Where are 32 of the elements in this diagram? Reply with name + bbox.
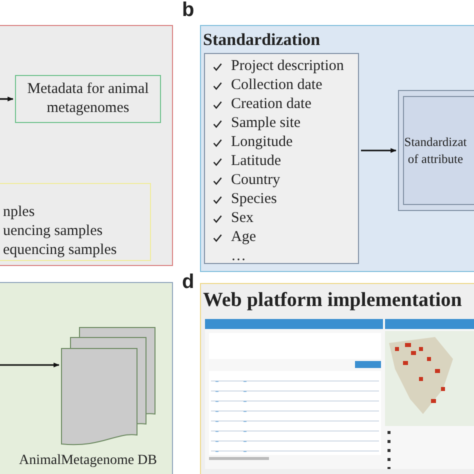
node-label: AnimalMetagenome DB xyxy=(18,452,158,470)
panel-letter: d xyxy=(182,270,194,294)
arrow xyxy=(0,362,60,368)
list-item: Longitude xyxy=(231,133,293,151)
checklist-box xyxy=(204,53,359,264)
list-item: Species xyxy=(231,190,277,208)
list-item: … xyxy=(231,247,246,265)
list-item: Creation date xyxy=(231,95,312,113)
panel xyxy=(200,25,474,272)
list-item: Project description xyxy=(231,57,344,75)
process-box xyxy=(398,90,474,211)
panel-title: Web platform implementation xyxy=(203,289,462,311)
list-item: Latitude xyxy=(231,152,281,170)
list-item: nples xyxy=(3,203,35,221)
list-item: Country xyxy=(231,171,280,189)
list-item: Sex xyxy=(231,209,254,227)
list-box xyxy=(0,183,151,261)
panel-letter: b xyxy=(182,0,194,22)
box-label: Standardizat of attribute xyxy=(403,134,468,168)
panel xyxy=(0,282,173,474)
list-item: Collection date xyxy=(231,76,322,94)
list-item: Age xyxy=(231,228,256,246)
panel xyxy=(200,283,474,474)
panel xyxy=(0,25,173,266)
list-item: equencing samples xyxy=(3,241,117,259)
process-box xyxy=(15,75,161,123)
arrow xyxy=(0,96,14,102)
box-label: Metadata for animal metagenomes xyxy=(26,80,150,118)
panel-title: Standardization xyxy=(203,29,320,51)
arrow xyxy=(361,148,397,153)
list-item: Sample site xyxy=(231,114,301,132)
list-item: uencing samples xyxy=(3,222,103,240)
